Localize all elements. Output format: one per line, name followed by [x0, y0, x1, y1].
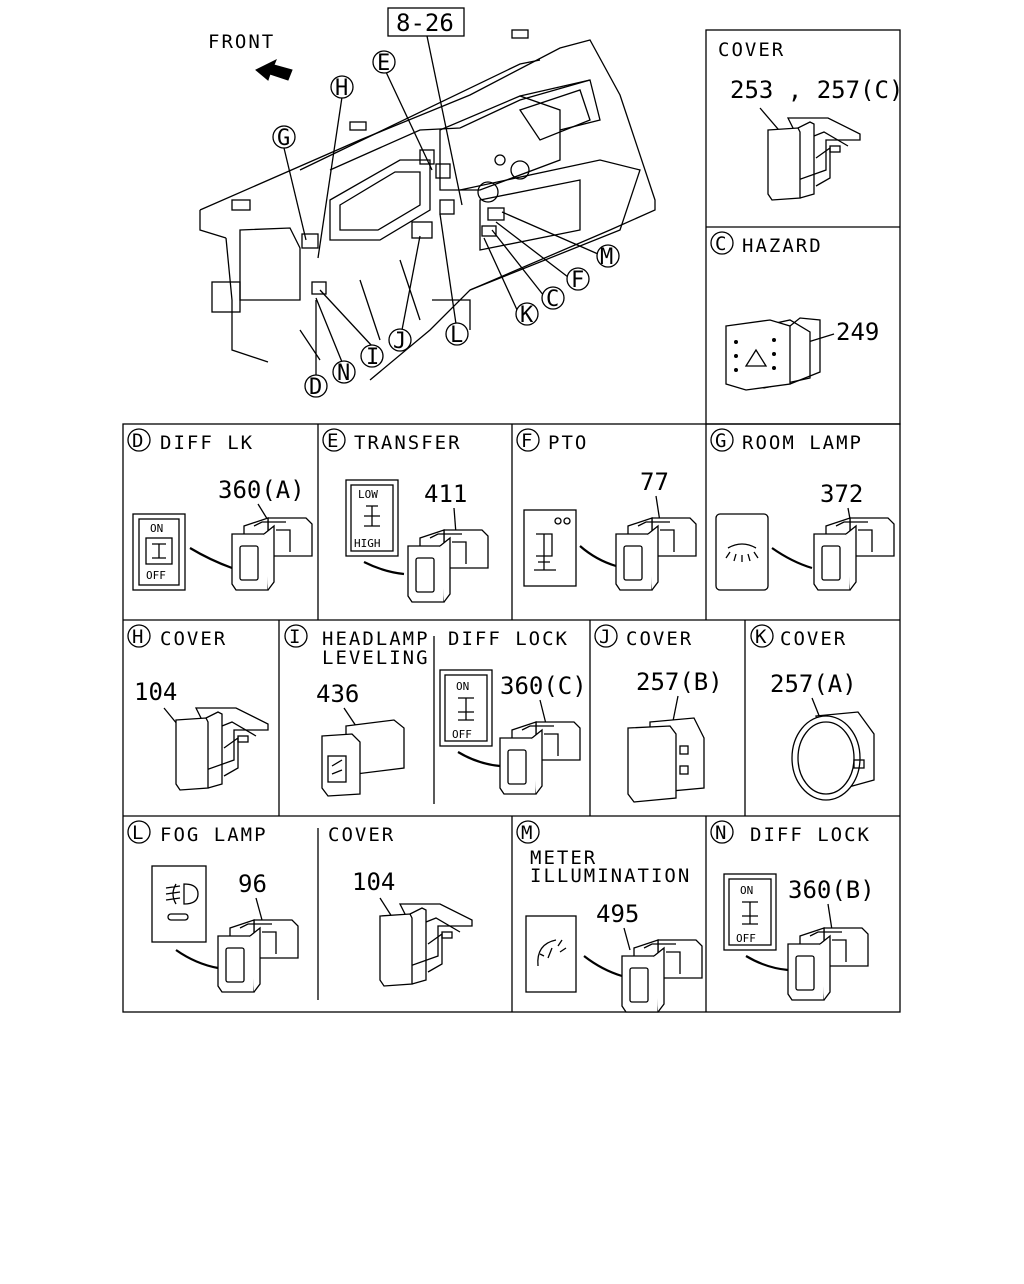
panel-letter: I [289, 626, 302, 648]
panel-letter: J [599, 626, 612, 648]
part-number: 360(B) [788, 876, 875, 904]
panel-title: PTO [548, 432, 588, 454]
part-number: 360(A) [218, 476, 305, 504]
panel-letter: F [521, 430, 534, 452]
panel-letter: D [132, 430, 145, 452]
dashboard-overview: FRONT 8-26 [199, 7, 656, 400]
panel-letter: M [521, 822, 534, 844]
callout-f: F [571, 268, 584, 293]
part-number: 372 [820, 480, 863, 508]
diff-lock-icon [742, 901, 758, 925]
panel-title: TRANSFER [354, 432, 462, 454]
callout-j: J [393, 329, 406, 354]
panel-diff-lock-c: DIFF LOCK 360(C) ON OFF [439, 628, 587, 795]
ref-box-label: 8-26 [396, 9, 454, 37]
diff-lock-icon [458, 697, 474, 721]
panel-title: COVER [160, 628, 227, 650]
panel-title: FOG LAMP [160, 824, 268, 846]
part-number: 253 , 257(C) [730, 76, 903, 104]
room-lamp-icon [725, 543, 759, 562]
panel-title-line1: METER [530, 847, 597, 869]
transfer-case-icon [364, 505, 380, 527]
part-number: 257(A) [770, 670, 857, 698]
panel-hazard: C HAZARD 249 [710, 231, 879, 391]
part-number: 77 [640, 468, 669, 496]
on-label: ON [740, 884, 753, 897]
callout-n: N [337, 361, 350, 386]
panel-cover-253: COVER 253 , 257(C) [718, 39, 903, 201]
part-number: 495 [596, 900, 639, 928]
panel-fog-lamp: L FOG LAMP 96 [127, 820, 299, 993]
panel-letter: K [755, 626, 768, 648]
panel-title-line2: LEVELING [322, 647, 430, 669]
part-number: 104 [352, 868, 395, 896]
diff-lock-icon [152, 543, 166, 559]
leveling-dial-icon [331, 759, 343, 775]
low-label: LOW [358, 488, 378, 501]
on-label: ON [150, 522, 163, 535]
panel-grid [122, 29, 901, 1013]
panel-pto: F PTO 77 [516, 428, 697, 591]
callout-l: L [450, 323, 463, 348]
callout-d: D [309, 375, 322, 400]
panel-headlamp-leveling: I HEADLAMP LEVELING 436 [284, 624, 430, 797]
panel-cover-j: J COVER 257(B) [594, 624, 723, 803]
part-number: 411 [424, 480, 467, 508]
panel-title: COVER [718, 39, 785, 61]
panel-title: DIFF LOCK [750, 824, 871, 846]
callout-g: G [277, 126, 290, 151]
panel-letter: L [132, 822, 145, 844]
pto-icon [534, 533, 556, 571]
on-label: ON [456, 680, 469, 693]
part-number: 104 [134, 678, 177, 706]
ref-box [387, 7, 465, 37]
part-number: 257(B) [636, 668, 723, 696]
panel-letter: H [132, 626, 145, 648]
panel-title: DIFF LK [160, 432, 254, 454]
off-label: OFF [146, 569, 166, 582]
callout-h: H [335, 76, 348, 101]
panel-title: DIFF LOCK [448, 628, 569, 650]
panel-meter-illumination: M METER ILLUMINATION 495 [516, 820, 703, 1013]
panel-cover-l: COVER 104 [328, 824, 473, 987]
panel-letter: N [715, 822, 728, 844]
panel-cover-k: K COVER 257(A) [750, 624, 875, 801]
off-label: OFF [736, 932, 756, 945]
panel-diff-lk: D DIFF LK 360(A) ON OFF [127, 428, 313, 591]
panel-title-line1: HEADLAMP [322, 628, 430, 650]
panel-title: COVER [328, 824, 395, 846]
off-label: OFF [452, 728, 472, 741]
panel-title: COVER [626, 628, 693, 650]
panel-letter: E [327, 430, 340, 452]
callout-c: C [546, 287, 559, 312]
panel-title: ROOM LAMP [742, 432, 863, 454]
panel-title: HAZARD [742, 235, 823, 257]
panel-title: COVER [780, 628, 847, 650]
callout-k: K [520, 303, 534, 328]
callout-m: M [600, 245, 613, 270]
hazard-triangle-icon [744, 348, 768, 367]
part-number: 249 [836, 318, 879, 346]
panel-letter: G [715, 430, 728, 452]
fog-lamp-icon [165, 883, 199, 905]
part-number: 360(C) [500, 672, 587, 700]
panel-room-lamp: G ROOM LAMP 372 [710, 428, 895, 591]
high-label: HIGH [354, 537, 381, 550]
front-label: FRONT [208, 31, 275, 53]
panel-cover-h: H COVER 104 [127, 624, 269, 791]
part-number: 436 [316, 680, 359, 708]
callout-e: E [377, 51, 390, 76]
panel-letter: C [715, 233, 728, 255]
front-arrow-icon [255, 58, 293, 81]
panel-title-line2: ILLUMINATION [530, 865, 691, 887]
panel-diff-lock-n: N DIFF LOCK 360(B) ON OFF [710, 820, 875, 1001]
callout-i: I [366, 345, 379, 370]
meter-dial-icon [537, 939, 567, 967]
panel-transfer: E TRANSFER 411 LOW HIGH [322, 428, 489, 603]
part-number: 96 [238, 870, 267, 898]
